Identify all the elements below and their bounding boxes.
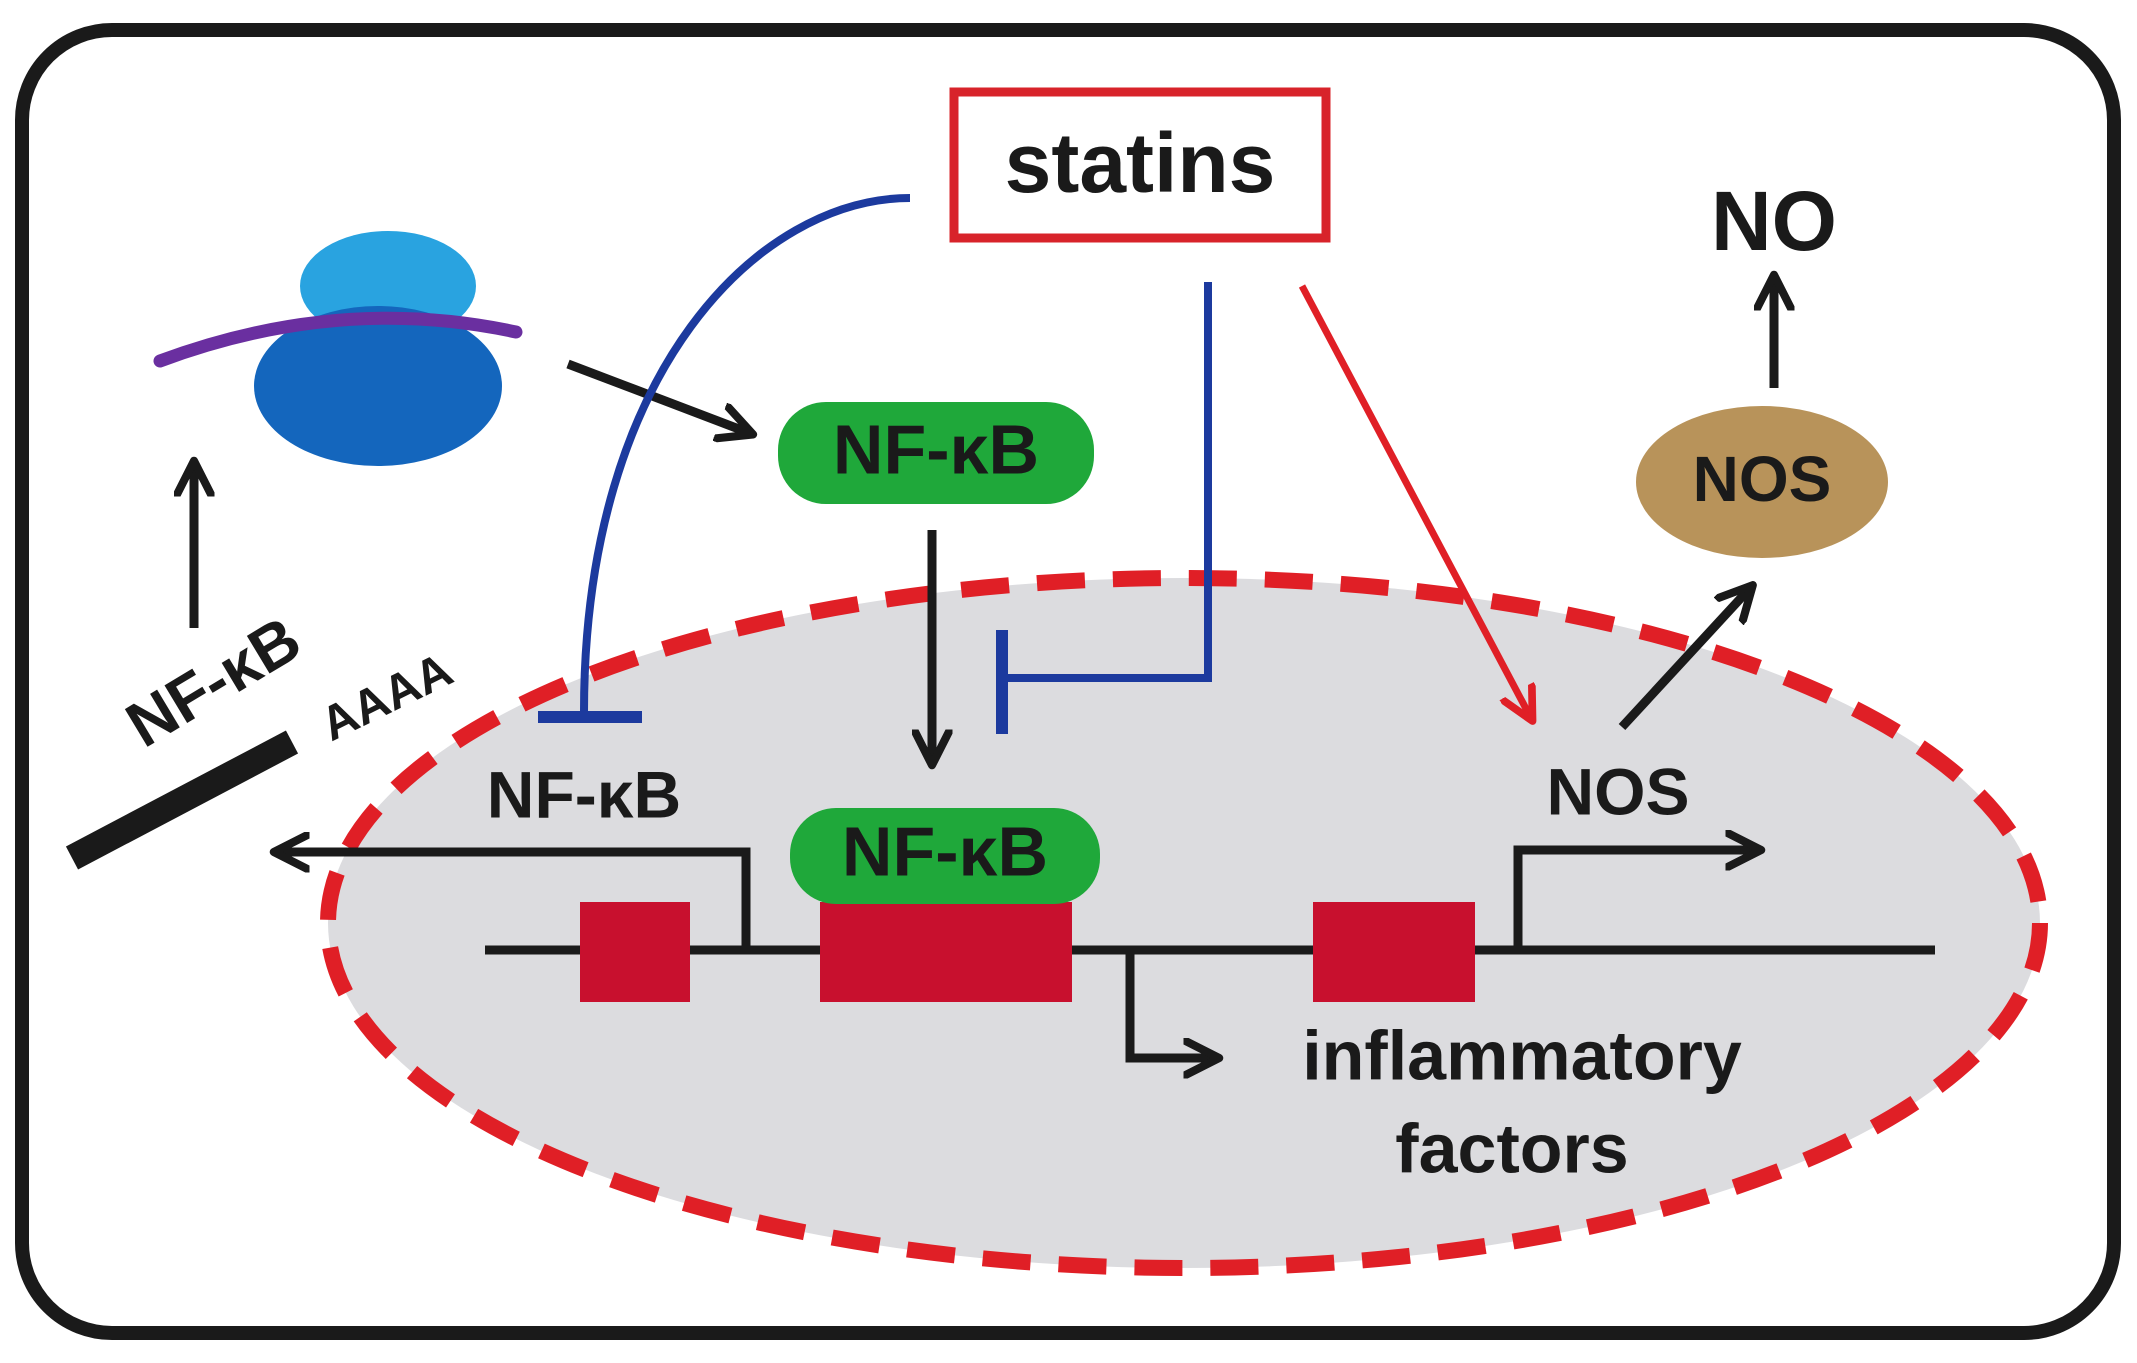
nos-gene-to-enzyme-arrow <box>1618 586 1752 731</box>
statins-activate-nos-arrow <box>1298 284 1532 720</box>
nucleus <box>320 570 2048 1276</box>
inflammatory-factors-label-line2: factors <box>1395 1109 1628 1187</box>
statins-inhibit-nfkb-transcription <box>580 194 911 713</box>
nfkb-gene-label: NF-κB <box>487 757 681 831</box>
nfkb-bound-label: NF-κB <box>842 812 1048 890</box>
gene-box-nfkb <box>580 902 690 1002</box>
inflammatory-factors-label-line1: inflammatory <box>1302 1016 1742 1094</box>
no-label: NO <box>1711 174 1837 268</box>
mrna-strand-icon <box>153 311 523 368</box>
nfkb-bound-pill <box>790 808 1100 904</box>
gene-box-nos <box>1313 902 1475 1002</box>
nfkb-cytoplasm-label: NF-κB <box>833 410 1039 488</box>
nfkb-transcription-arrow <box>275 852 751 946</box>
statins-inhibit-nfkb-binding <box>1002 282 1212 682</box>
inflammatory-transcription-arrow <box>1125 954 1218 1058</box>
ribosome-to-nfkb-arrow <box>566 359 752 434</box>
nfkb-cytoplasm-pill <box>778 402 1094 504</box>
gene-box-promoter <box>820 902 1072 1002</box>
nos-gene-label: NOS <box>1546 754 1689 828</box>
nos-enzyme <box>1636 406 1888 558</box>
nos-enzyme-label: NOS <box>1693 443 1832 515</box>
statins-label: statins <box>1005 116 1276 210</box>
statins-box <box>949 87 1331 243</box>
nfkb-mrna-bar <box>65 730 299 870</box>
nos-transcription-arrow <box>1513 850 1760 946</box>
